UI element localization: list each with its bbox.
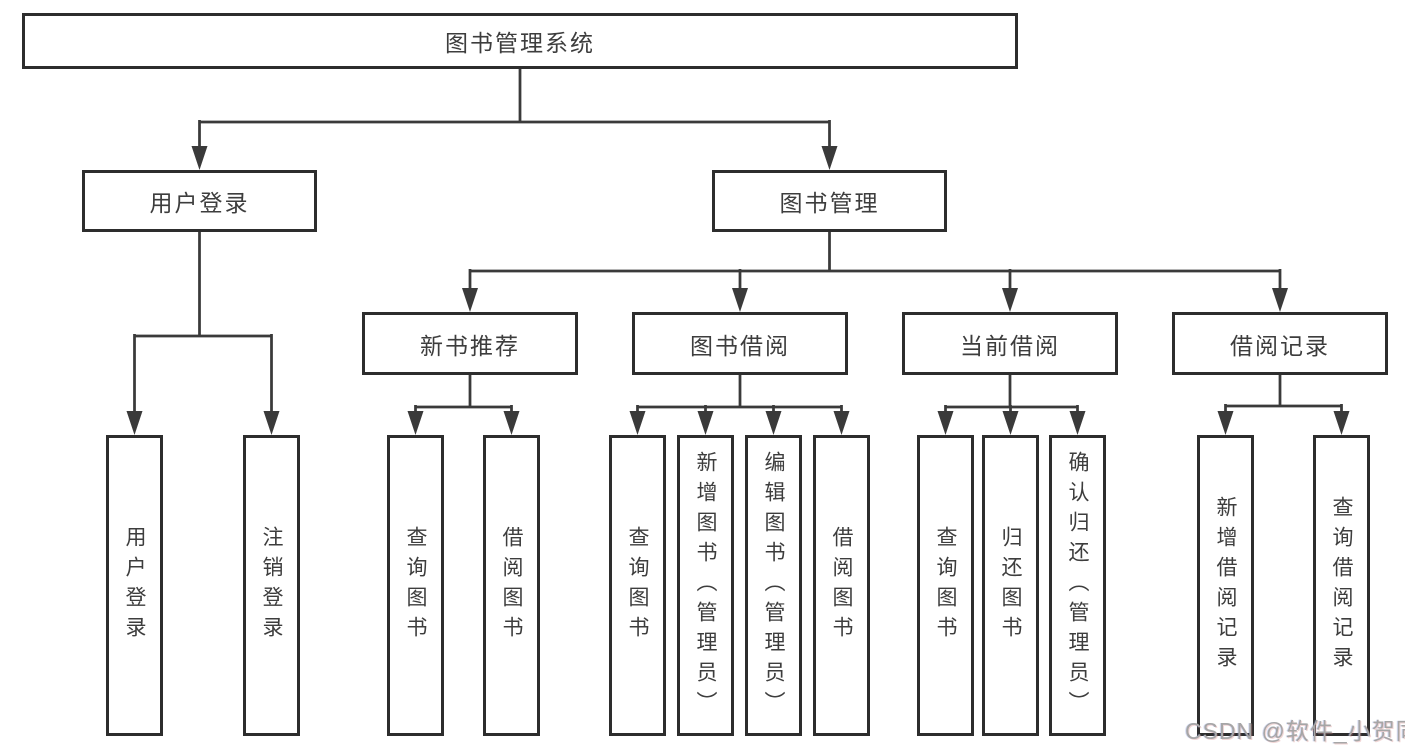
leaf-borrow-books-2: 借阅图书 [813, 435, 870, 736]
leaf-label: 查询借阅记录 [1330, 495, 1354, 676]
leaf-label: 查询图书 [404, 525, 428, 646]
node-label: 图书借阅 [690, 332, 790, 359]
node-book-management: 图书管理 [712, 170, 947, 232]
leaf-label: 确认归还（管理员） [1066, 450, 1090, 721]
node-label: 图书管理 [779, 190, 880, 216]
node-new-book-recommendation: 新书推荐 [362, 312, 578, 375]
leaf-label: 新增借阅记录 [1214, 495, 1238, 676]
leaf-label: 编辑图书（管理员） [762, 450, 786, 721]
leaf-borrow-books: 借阅图书 [483, 435, 540, 736]
leaf-query-borrow-record: 查询借阅记录 [1313, 435, 1370, 736]
csdn-watermark: CSDN @软件_小贺同学 [1185, 718, 1405, 744]
leaf-label: 借阅图书 [830, 525, 854, 646]
leaf-label: 查询图书 [934, 525, 958, 646]
leaf-label: 归还图书 [999, 525, 1023, 646]
node-label: 新书推荐 [420, 332, 520, 359]
leaf-query-books-3: 查询图书 [917, 435, 974, 736]
leaf-label: 用户登录 [123, 525, 147, 646]
node-borrowing-records: 借阅记录 [1172, 312, 1388, 375]
leaf-return-books: 归还图书 [982, 435, 1039, 736]
leaf-label: 借阅图书 [500, 525, 524, 646]
leaf-add-books-admin: 新增图书（管理员） [677, 435, 734, 736]
node-book-borrowing: 图书借阅 [632, 312, 848, 375]
leaf-label: 新增图书（管理员） [694, 450, 718, 721]
node-label: 当前借阅 [960, 332, 1060, 359]
leaf-add-borrow-record: 新增借阅记录 [1197, 435, 1254, 736]
node-label: 图书管理系统 [445, 30, 595, 56]
leaf-user-login: 用户登录 [106, 435, 163, 736]
leaf-confirm-return-admin: 确认归还（管理员） [1049, 435, 1106, 736]
node-label: 借阅记录 [1230, 332, 1330, 359]
leaf-logout: 注销登录 [243, 435, 300, 736]
leaf-label: 查询图书 [626, 525, 650, 646]
leaf-edit-books-admin: 编辑图书（管理员） [745, 435, 802, 736]
leaf-query-books: 查询图书 [387, 435, 444, 736]
node-library-management-system: 图书管理系统 [22, 13, 1018, 69]
node-current-borrowing: 当前借阅 [902, 312, 1118, 375]
leaf-query-books-2: 查询图书 [609, 435, 666, 736]
leaf-label: 注销登录 [260, 525, 284, 646]
node-label: 用户登录 [149, 190, 250, 216]
node-user-login: 用户登录 [82, 170, 317, 232]
